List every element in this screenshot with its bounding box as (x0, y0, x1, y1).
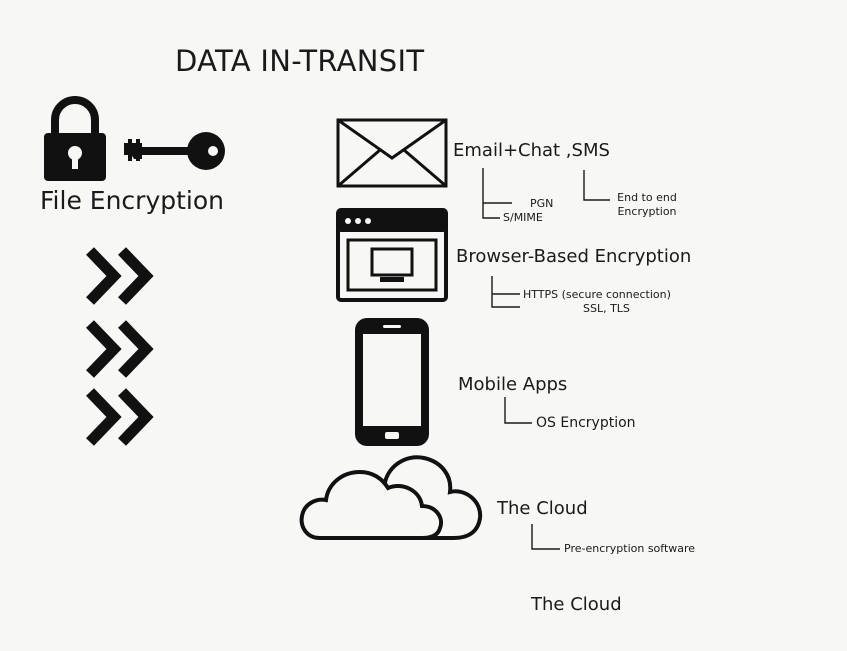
browser-encryption-label: Browser-Based Encryption (456, 246, 692, 267)
key-icon (124, 132, 225, 170)
envelope-icon (336, 118, 448, 188)
email-chat-sms-label: Email+Chat ,SMS (453, 140, 610, 161)
ssl-tls-label: SSL, TLS (583, 302, 630, 315)
mobile-phone-icon (355, 318, 429, 446)
the-cloud-label: The Cloud (497, 498, 588, 519)
double-chevron-icon (86, 247, 154, 305)
pgn-label: PGN (530, 197, 554, 210)
mobile-apps-label: Mobile Apps (458, 374, 568, 395)
footer-cloud-label: The Cloud (531, 594, 622, 615)
double-chevron-icon (86, 388, 154, 446)
browser-window-icon (336, 208, 448, 302)
cloud-icon (299, 455, 483, 540)
padlock-icon (44, 96, 106, 181)
file-encryption-label: File Encryption (40, 186, 224, 215)
pre-encryption-label: Pre-encryption software (564, 542, 696, 555)
os-encryption-label: OS Encryption (536, 415, 636, 431)
double-chevron-icon (86, 320, 154, 378)
smime-label: S/MIME (503, 211, 543, 224)
https-label: HTTPS (secure connection) (523, 288, 671, 301)
page-title: DATA IN-TRANSIT (175, 44, 425, 78)
end-to-end-label: End to end Encryption (617, 191, 677, 218)
